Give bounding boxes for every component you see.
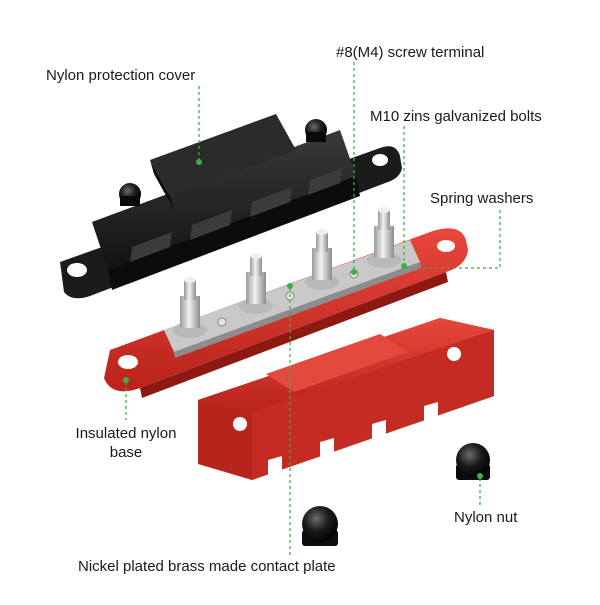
bolt-2 <box>239 253 273 314</box>
label-galvanized-bolts: M10 zins galvanized bolts <box>370 108 542 125</box>
label-spring-washers: Spring washers <box>430 190 534 207</box>
m10-bolts <box>173 207 401 338</box>
label-insulated-base-line1: Insulated nylon <box>75 425 177 442</box>
label-insulated-base-line2: base <box>109 444 143 461</box>
bolt-1 <box>173 277 207 338</box>
label-contact-plate: Nickel plated brass made contact plate <box>78 558 336 575</box>
red-nylon-cover <box>198 318 494 480</box>
label-nylon-protection-cover: Nylon protection cover <box>46 67 196 84</box>
bolt-3 <box>305 229 339 290</box>
leader-spring-washers <box>404 210 501 269</box>
bolt-4 <box>367 207 401 268</box>
label-insulated-base: Insulated nylon base <box>60 424 192 462</box>
black-nylon-cover <box>60 114 402 299</box>
label-screw-terminal: #8(M4) screw terminal <box>336 44 485 61</box>
nylon-nut-bottom <box>302 506 338 546</box>
label-nylon-nut: Nylon nut <box>454 509 518 526</box>
leader-lines <box>123 62 501 556</box>
nylon-nut-right <box>456 443 490 480</box>
